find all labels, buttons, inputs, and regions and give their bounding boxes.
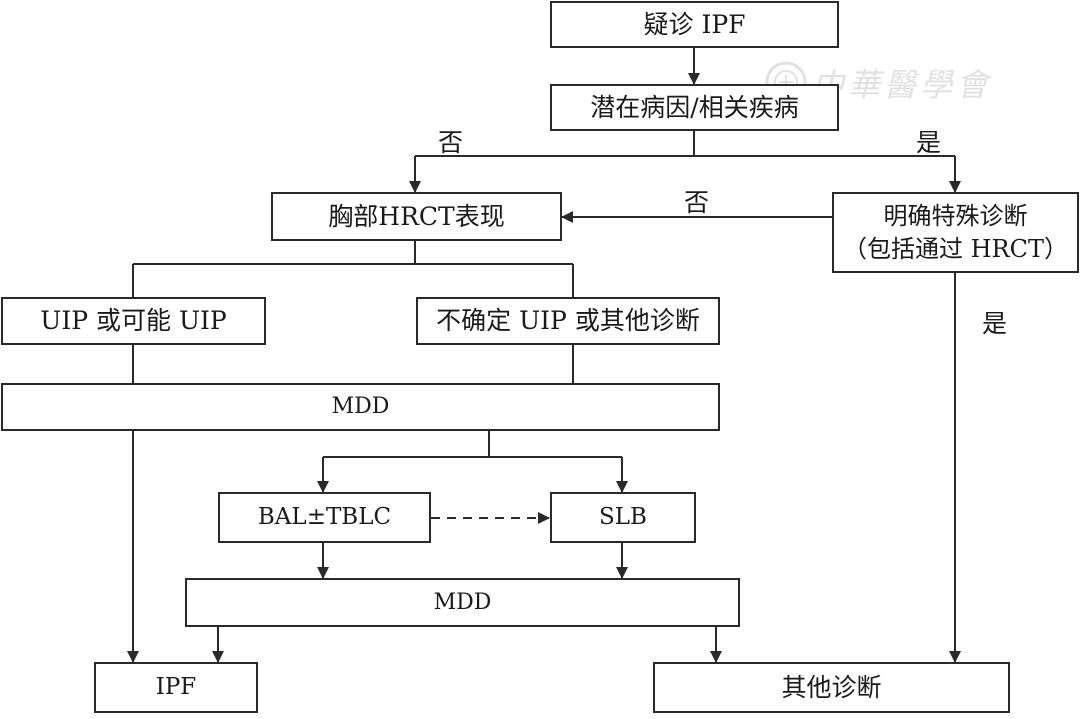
node-other-diagnosis: 其他诊断	[653, 662, 1010, 713]
node-mdd-2-label: MDD	[433, 589, 492, 615]
node-uip-possible: UIP 或可能 UIP	[1, 297, 266, 345]
watermark: 中華醫學會	[764, 60, 1030, 106]
node-mdd-1: MDD	[1, 383, 720, 431]
node-bal-tblc: BAL±TBLC	[218, 492, 431, 543]
node-underlying-cause: 潜在病因/相关疾病	[550, 84, 839, 131]
node-ipf: IPF	[94, 662, 258, 713]
node-slb-label: SLB	[599, 503, 647, 530]
node-mdd-2: MDD	[185, 578, 740, 627]
node-indeterminate-uip: 不确定 UIP 或其他诊断	[416, 297, 720, 345]
node-mdd-1-label: MDD	[331, 394, 390, 420]
node-specific-diagnosis: 明确特殊诊断 （包括通过 HRCT）	[832, 192, 1079, 273]
node-ipf-label: IPF	[155, 673, 197, 700]
node-suspected-ipf: 疑诊 IPF	[550, 1, 839, 48]
node-chest-hrct: 胸部HRCT表现	[271, 192, 562, 241]
node-indeterminate-uip-label: 不确定 UIP 或其他诊断	[436, 306, 700, 336]
edge-label-yes-right: 是	[916, 128, 942, 157]
node-specific-diagnosis-line1: 明确特殊诊断	[883, 202, 1028, 231]
node-chest-hrct-label: 胸部HRCT表现	[328, 201, 505, 231]
edge-label-no-middle: 否	[684, 188, 710, 217]
watermark-text: 中華醫學會	[812, 66, 993, 104]
node-underlying-cause-label: 潜在病因/相关疾病	[590, 92, 799, 122]
edge-label-no-left: 否	[438, 128, 464, 157]
node-suspected-ipf-label: 疑诊 IPF	[643, 9, 746, 39]
edge-label-yes-lower: 是	[982, 309, 1008, 338]
node-specific-diagnosis-line2: （包括通过 HRCT）	[843, 234, 1068, 263]
node-uip-possible-label: UIP 或可能 UIP	[40, 306, 227, 336]
node-other-diagnosis-label: 其他诊断	[781, 672, 882, 702]
node-slb: SLB	[550, 492, 696, 543]
node-bal-tblc-label: BAL±TBLC	[257, 503, 392, 530]
